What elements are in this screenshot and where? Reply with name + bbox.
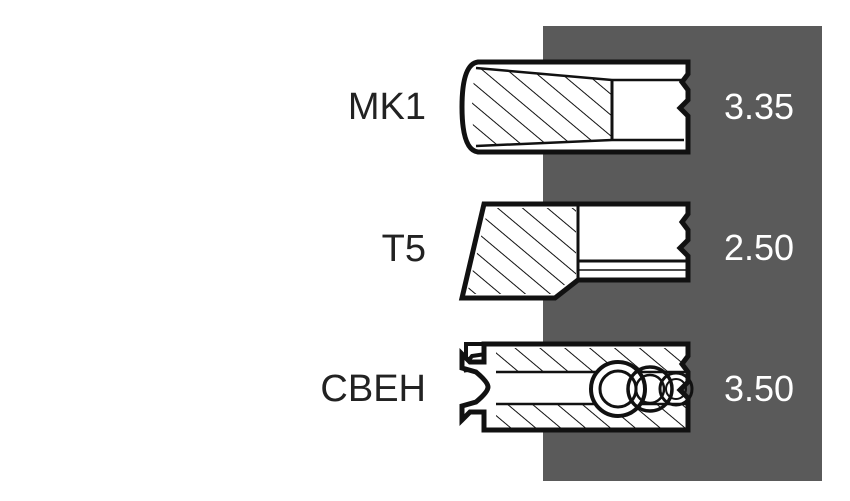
ring-label-t5: T5 [381, 228, 426, 270]
ring-label-mk1: MK1 [347, 86, 426, 128]
ring-value-cbeh: 3.50 [724, 368, 795, 409]
ring-profile-cbeh [459, 341, 694, 433]
ring-value-t5: 2.50 [724, 227, 795, 268]
ring-profile-t5 [458, 201, 691, 301]
ring-label-cbeh: CBEH [320, 368, 426, 410]
ring-profile-mk1 [459, 59, 691, 155]
ring-value-mk1: 3.35 [724, 86, 795, 127]
